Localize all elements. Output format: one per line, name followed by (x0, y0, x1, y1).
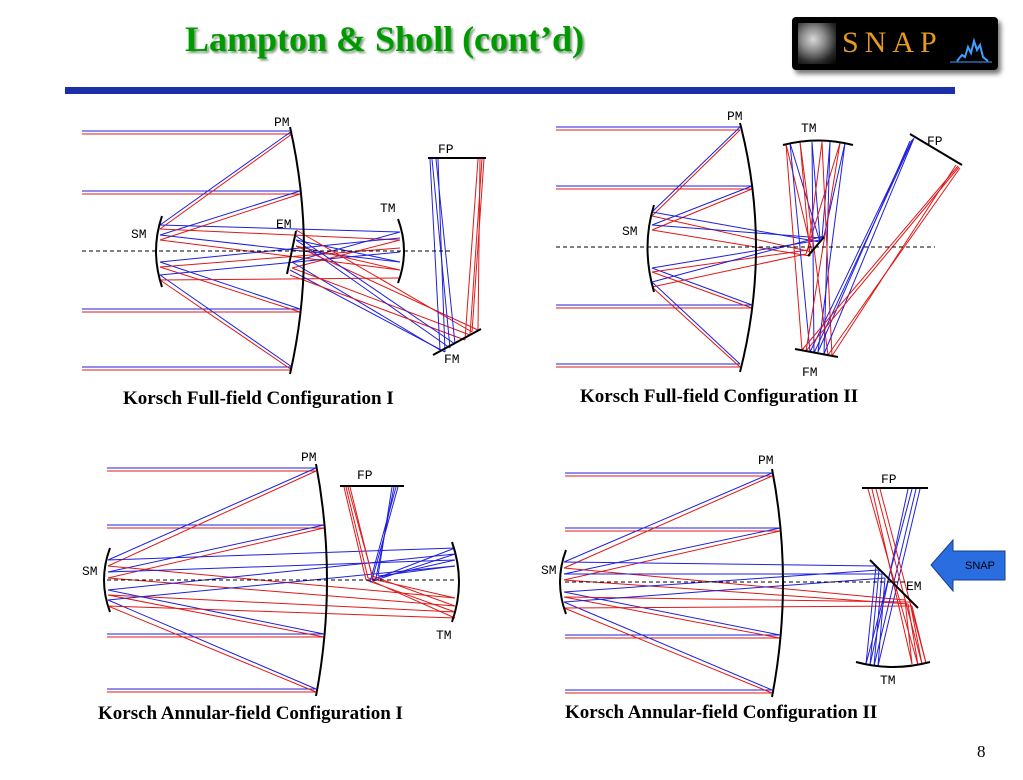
label-tm-4: TM (880, 673, 896, 688)
label-fp-2: FP (927, 134, 943, 149)
fm-mirror-1 (432, 328, 482, 356)
label-fm-2: FM (802, 365, 818, 380)
label-sm-4: SM (541, 563, 557, 578)
tm-mirror-2 (782, 139, 854, 146)
sm-em-rays-4 (563, 561, 913, 609)
fm-mirror-2 (794, 348, 839, 358)
label-fp-3: FP (357, 468, 373, 483)
label-tm-3: TM (436, 628, 452, 643)
em-fm-rays-1 (289, 229, 479, 353)
snap-logo: SNAP (792, 17, 998, 70)
logo-spectrum-icon (950, 37, 992, 63)
pm-mirror-2 (739, 122, 757, 373)
label-em-1: EM (276, 217, 292, 232)
pm-mirror-4 (771, 468, 784, 698)
pm-mirror-3 (315, 463, 328, 697)
fold-tm-rays-2 (785, 141, 846, 257)
page-number: 8 (977, 742, 986, 761)
label-pm-2: PM (727, 109, 743, 124)
sm-fold-rays-2 (651, 211, 825, 288)
diagram-annular-field-2: PM SM FP EM TM (541, 453, 931, 698)
label-pm-1: PM (274, 115, 290, 130)
caption-annular-field-2: Korsch Annular-field Configuration II (565, 702, 878, 723)
label-tm-2: TM (801, 121, 817, 136)
snap-callout-label: SNAP (965, 560, 995, 572)
label-em-4: EM (906, 579, 922, 594)
caption-full-field-2: Korsch Full-field Configuration II (580, 386, 859, 407)
label-sm-1: SM (131, 227, 147, 242)
label-pm-4: PM (758, 453, 774, 468)
tm-fp-rays-3 (343, 486, 456, 619)
caption-annular-field-1: Korsch Annular-field Configuration I (98, 703, 403, 724)
sm-tm-rays-3 (107, 547, 456, 619)
em-tm-fp-rays-4 (865, 488, 927, 667)
fold-mirror-2 (807, 236, 825, 257)
tm-mirror-3 (451, 541, 460, 623)
tm-mirror-1 (397, 218, 405, 284)
fp-plane-2 (909, 133, 963, 166)
pm-sm-rays-4 (563, 472, 781, 694)
slide-title: Lampton & Sholl (cont’d) (185, 19, 585, 59)
label-pm-3: PM (301, 450, 317, 465)
pm-mirror-1 (289, 126, 305, 375)
sm-mirror-2 (646, 204, 655, 293)
snap-callout-arrow: SNAP (930, 538, 1006, 593)
label-fm-1: FM (444, 352, 460, 367)
incoming-rays-3 (107, 467, 324, 693)
pm-sm-rays-3 (107, 467, 325, 693)
label-sm-2: SM (622, 224, 638, 239)
label-fp-1: FP (438, 142, 454, 157)
logo-galaxy-image (798, 23, 836, 64)
caption-full-field-1: Korsch Full-field Configuration I (123, 388, 394, 409)
sm-mirror-3 (103, 547, 111, 613)
diagram-full-field-1: PM SM EM TM FP FM (82, 115, 486, 375)
sm-tm-rays-1 (159, 224, 401, 281)
em-mirror-4 (869, 559, 919, 609)
label-fp-4: FP (881, 472, 897, 487)
incoming-rays-4 (565, 472, 780, 694)
pm-sm-rays-1 (159, 130, 301, 371)
sm-mirror-4 (559, 549, 567, 615)
incoming-rays-1 (82, 130, 300, 371)
pm-sm-rays-2 (651, 126, 753, 368)
fm-fp-rays-1 (429, 158, 485, 353)
diagram-full-field-2: PM SM TM FP FM (556, 109, 963, 380)
sm-mirror-1 (155, 215, 163, 288)
diagram-annular-field-1: PM SM FP TM (82, 450, 460, 697)
label-tm-1: TM (380, 201, 396, 216)
incoming-rays-2 (556, 126, 752, 368)
logo-text: SNAP (842, 26, 943, 59)
label-sm-3: SM (82, 564, 98, 579)
em-mirror-1 (286, 230, 297, 275)
tm-mirror-4 (855, 661, 931, 668)
title-divider (65, 87, 955, 94)
